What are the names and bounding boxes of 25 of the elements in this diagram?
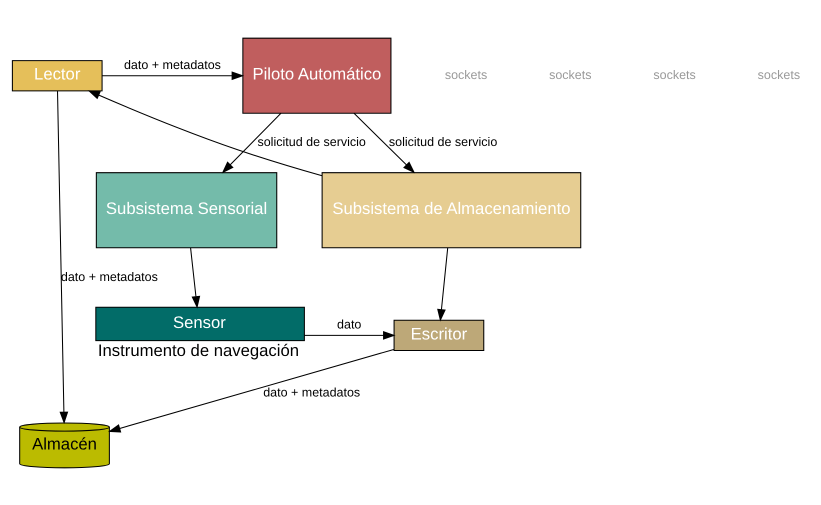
arrow (102, 70, 244, 80)
node-box: Piloto Automático (242, 37, 392, 114)
edge-label: dato + metadatos (124, 58, 221, 72)
arrow (304, 330, 396, 340)
label: sockets (549, 67, 592, 82)
edge-label: dato + metadatos (60, 269, 158, 284)
label: sockets (653, 67, 696, 82)
arrow (57, 90, 68, 424)
node-box: Lector (12, 60, 103, 91)
arrow (190, 247, 200, 308)
label: sockets (444, 67, 488, 82)
arrow (222, 112, 282, 173)
edge-label: solicitud de servicio (257, 134, 366, 149)
edge-label: dato + metadatos (263, 384, 360, 399)
arrow (354, 112, 416, 173)
node-box: Subsistema de Almacenamiento (322, 172, 582, 248)
arrow (108, 348, 394, 432)
edge-label: dato (337, 317, 362, 332)
arrow (437, 247, 448, 322)
node-box: Subsistema Sensorial (96, 172, 278, 248)
edge-label: solicitud de servicio (388, 134, 498, 149)
node-label: Instrumento de navegación (98, 340, 300, 360)
label: sockets (758, 67, 800, 82)
node-box: Escritor (394, 319, 484, 351)
arrow (88, 90, 322, 176)
